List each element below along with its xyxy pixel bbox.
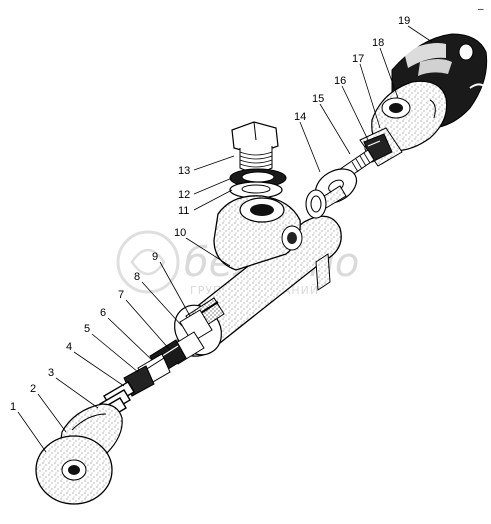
callout-18: 18 (372, 37, 384, 49)
part-1-end-cap (35, 435, 113, 505)
callout-7: 7 (118, 289, 124, 301)
callout-6: 6 (100, 307, 106, 319)
callout-17: 17 (352, 53, 364, 65)
part-13-hex-bolt (231, 121, 279, 173)
corner-mark: – (478, 4, 484, 15)
callout-labels: 1 2 3 4 5 6 7 8 9 10 11 12 13 14 15 16 1… (10, 15, 410, 413)
callout-14: 14 (294, 111, 306, 123)
callout-16: 16 (334, 75, 346, 87)
callout-12: 12 (178, 189, 190, 201)
callout-2: 2 (30, 383, 36, 395)
callout-5: 5 (84, 323, 90, 335)
part-11-washer (229, 181, 283, 199)
callout-11: 11 (178, 205, 189, 217)
callout-4: 4 (66, 341, 72, 353)
callout-10: 10 (174, 227, 186, 239)
callout-15: 15 (312, 93, 324, 105)
callout-9: 9 (152, 251, 158, 263)
part-18-rear-housing (371, 80, 448, 152)
callout-19: 19 (398, 15, 410, 27)
callout-13: 13 (178, 165, 190, 177)
callout-8: 8 (134, 271, 140, 283)
callout-3: 3 (48, 367, 54, 379)
leader-lines (17, 25, 433, 453)
callout-1: 1 (10, 401, 16, 413)
